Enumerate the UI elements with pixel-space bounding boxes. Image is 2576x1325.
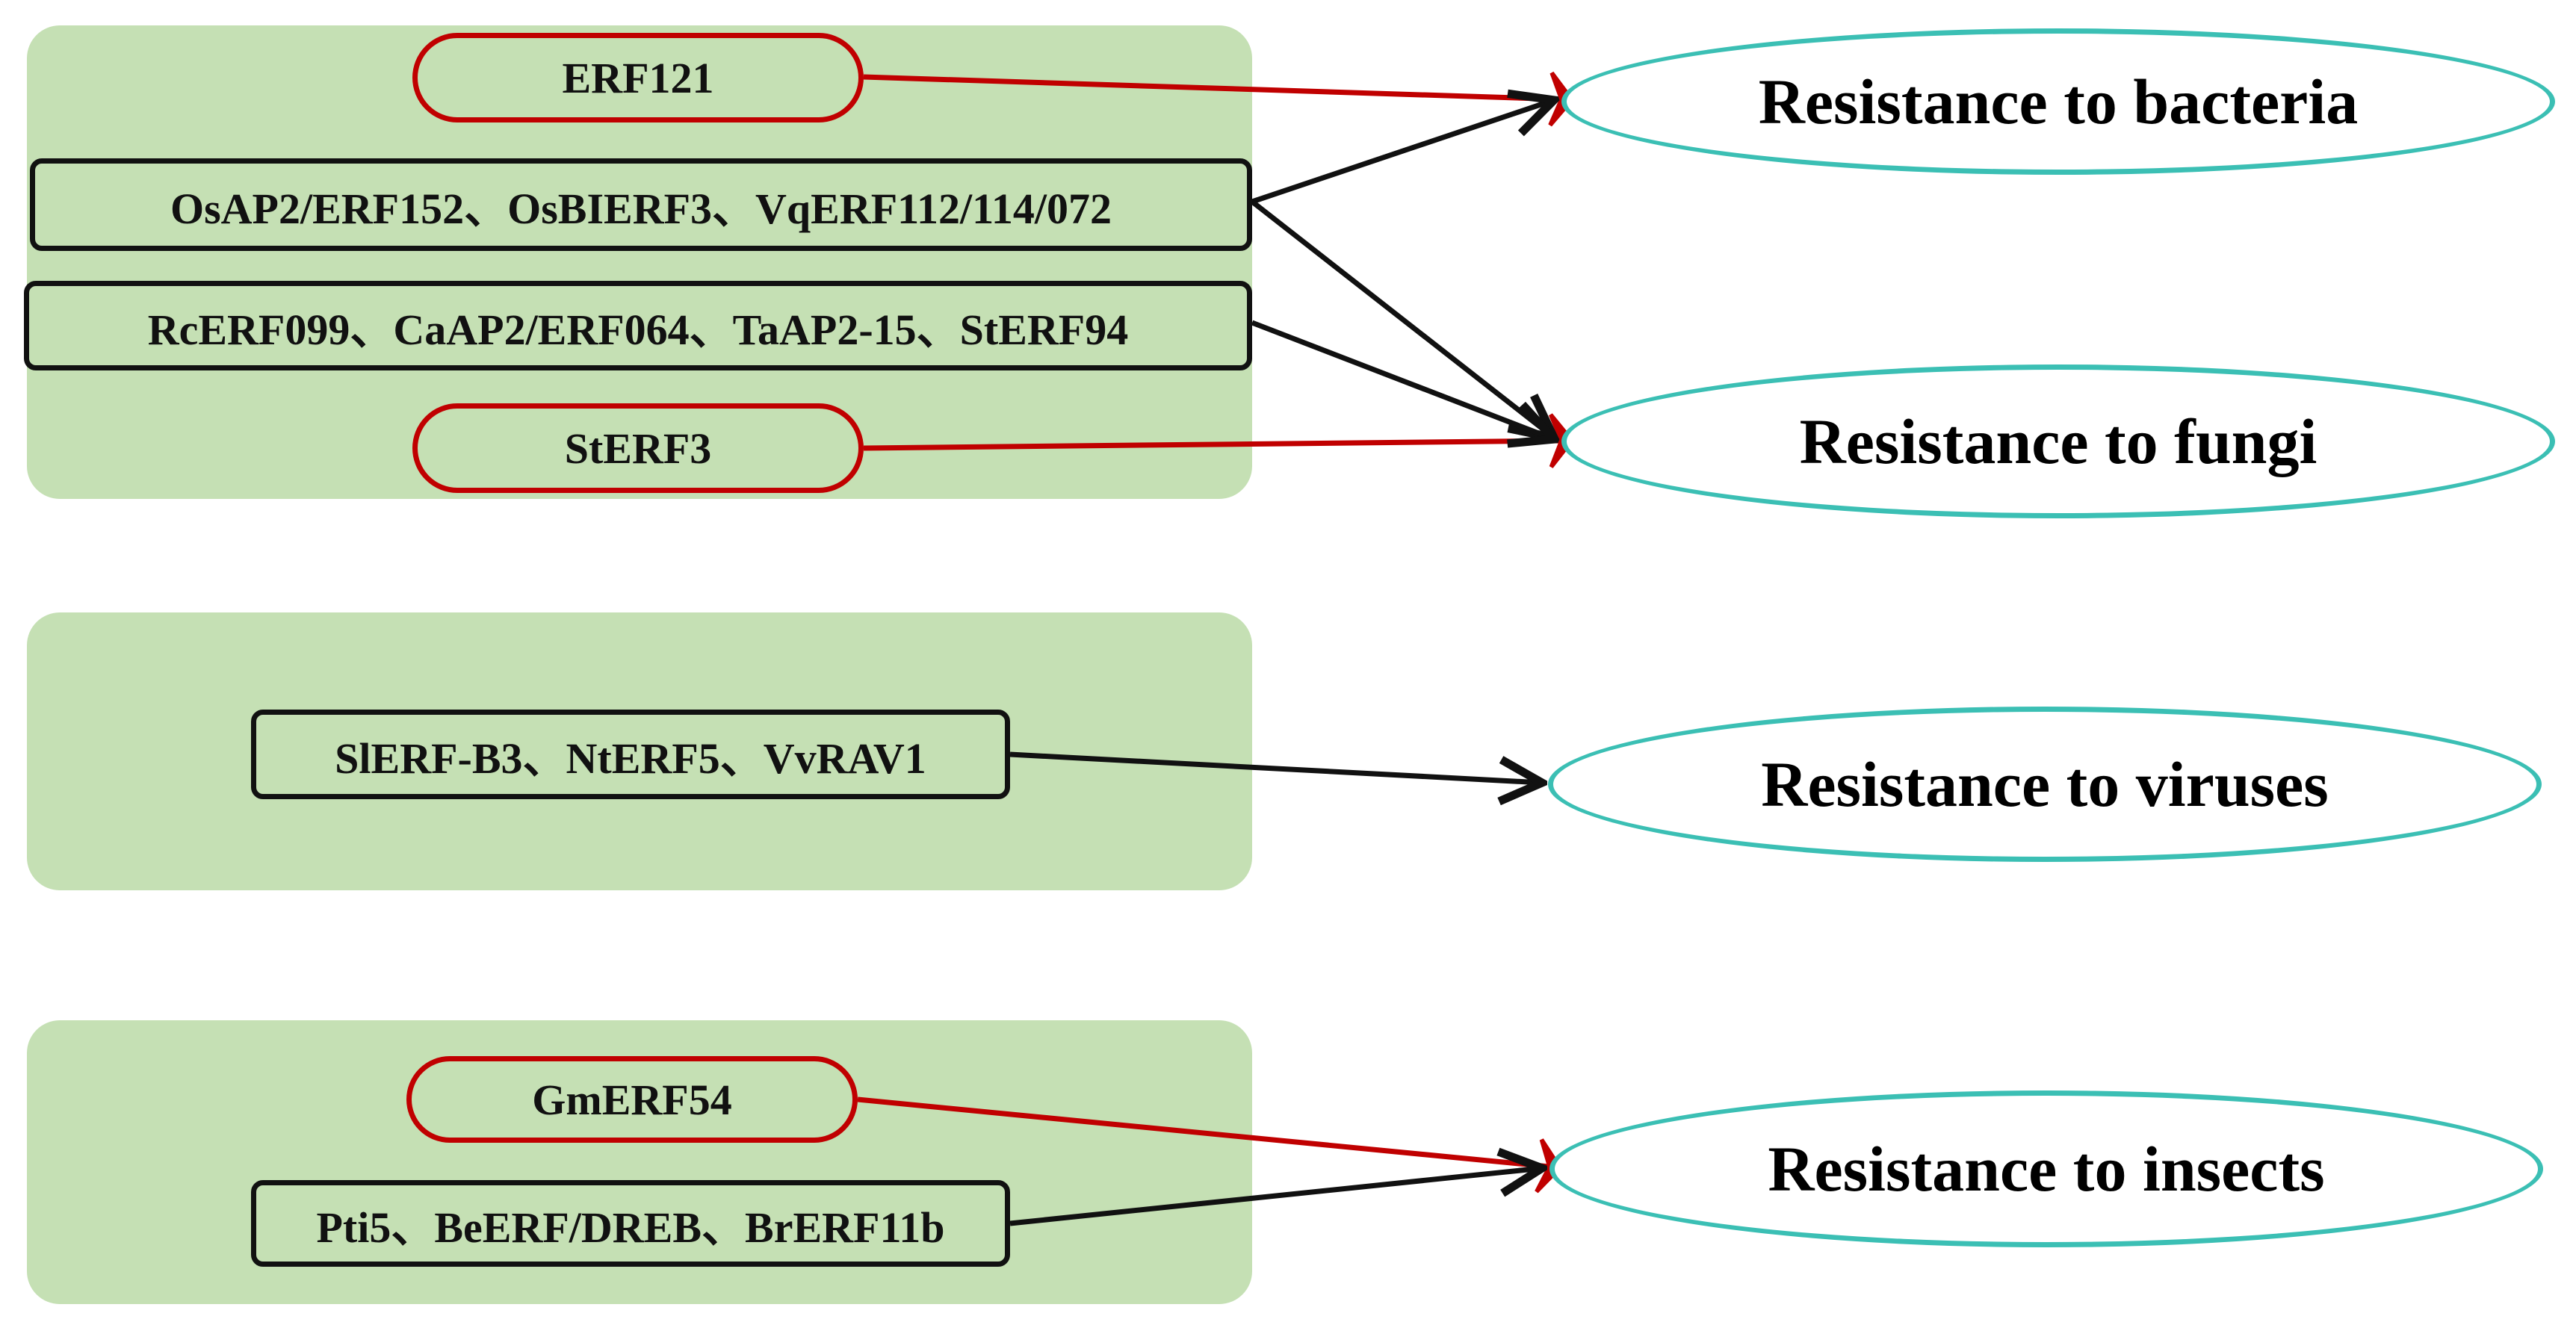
edge-group2-fungi — [1251, 320, 1554, 439]
gene-gmerf54: GmERF54 — [406, 1056, 858, 1143]
edge-sterf3-fungi — [863, 413, 1575, 468]
outcome-fungi: Resistance to fungi — [1561, 364, 2555, 518]
outcome-viruses: Resistance to viruses — [1548, 707, 2542, 862]
outcome-bacteria: Resistance to bacteria — [1561, 28, 2555, 175]
edge-erf121-bacteria — [863, 71, 1575, 127]
gene-sterf3: StERF3 — [412, 403, 864, 493]
edge-group1-fungi — [1250, 199, 1554, 438]
gene-group-bacteria-fungi: OsAP2/ERF152、OsBIERF3、VqERF112/114/072 — [30, 158, 1252, 251]
outcome-insects: Resistance to insects — [1549, 1090, 2543, 1247]
edge-insects — [1009, 1168, 1542, 1226]
gene-group-fungi: RcERF099、CaAP2/ERF064、TaAP2-15、StERF94 — [24, 281, 1252, 370]
panel-bacteria-fungi — [27, 25, 1252, 499]
panel-viruses — [27, 612, 1252, 890]
panel-insects — [27, 1020, 1252, 1304]
gene-erf121: ERF121 — [412, 33, 864, 122]
gene-group-insects: Pti5、BeERF/DREB、BrERF11b — [251, 1180, 1010, 1267]
edge-gmerf54-insects — [857, 1096, 1563, 1194]
edge-group1-bacteria — [1251, 100, 1554, 205]
gene-group-viruses: SlERF-B3、NtERF5、VvRAV1 — [251, 710, 1010, 799]
edge-viruses — [1009, 751, 1542, 783]
